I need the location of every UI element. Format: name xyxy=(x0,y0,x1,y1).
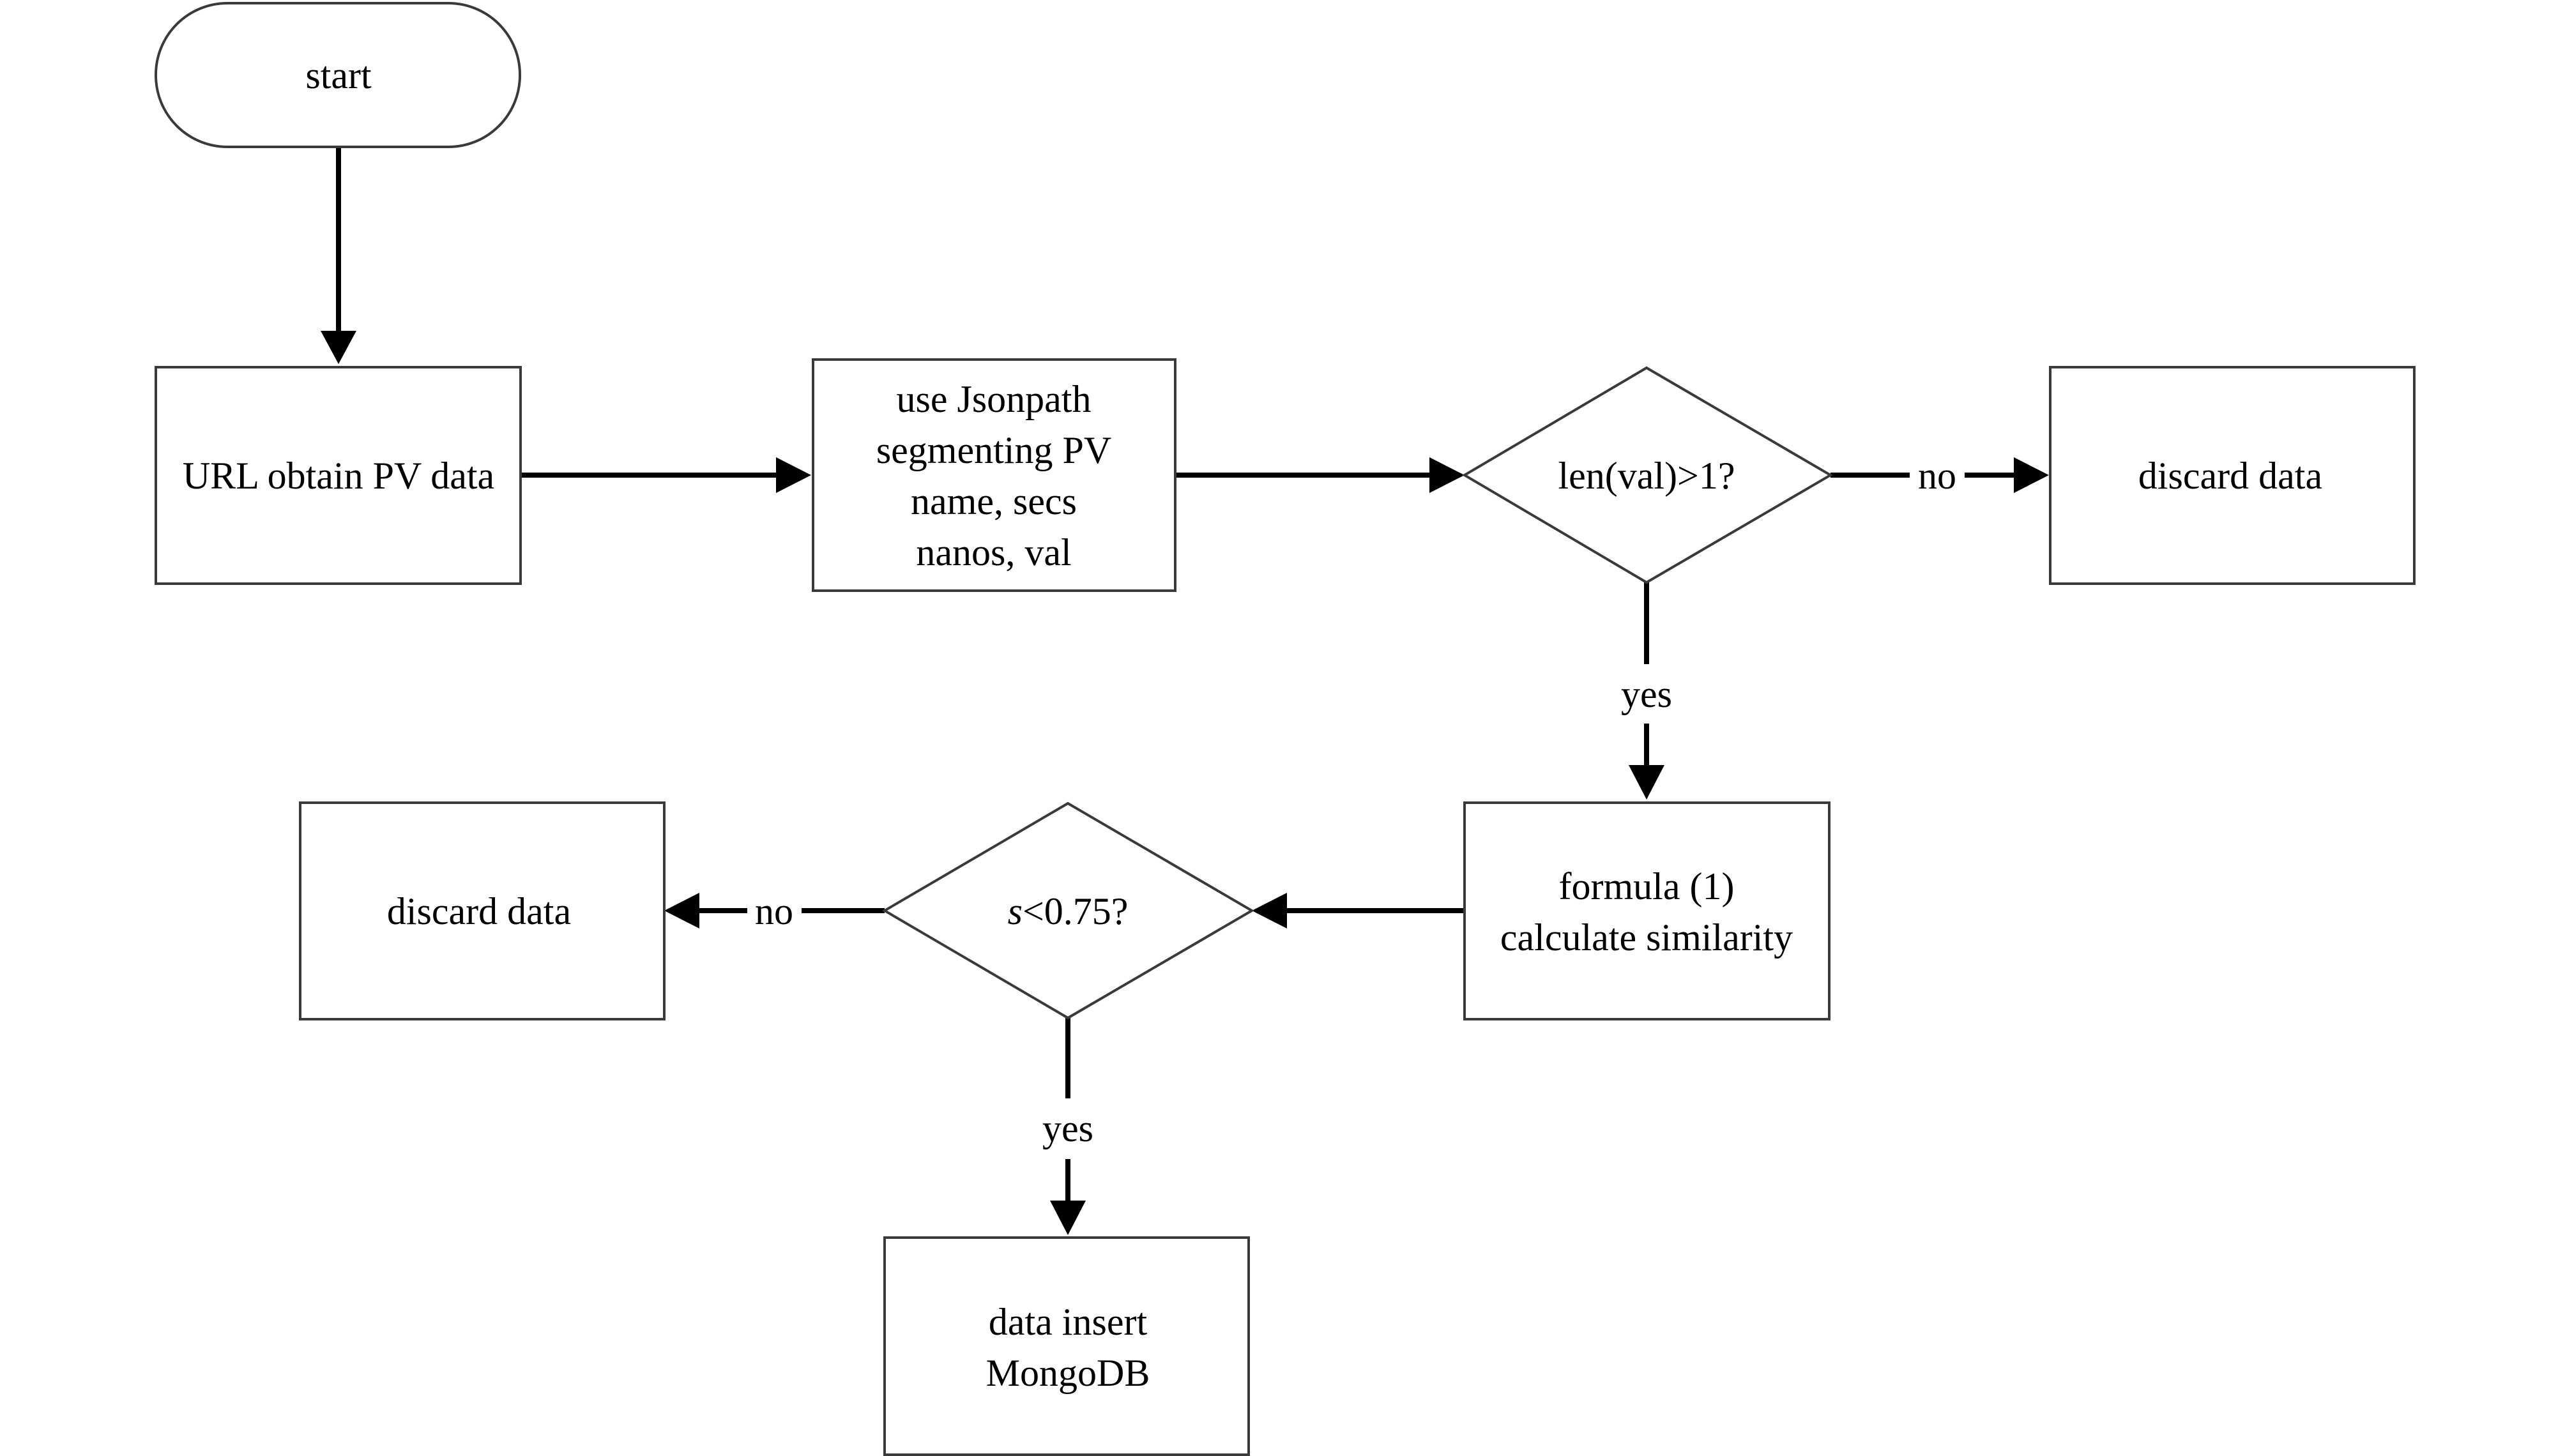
discard-data-bottom-label: discard data xyxy=(387,890,571,932)
start-label: start xyxy=(305,54,372,96)
edge-label-len-no: no xyxy=(1918,455,1956,497)
similarity-process xyxy=(1463,801,1831,1020)
arrowhead-url-to-jsonpath xyxy=(776,457,811,493)
s-check-label: s<0.75? xyxy=(1008,890,1129,932)
insert-label-line-1: data insert xyxy=(989,1301,1148,1343)
similarity-label-line-1: formula (1) xyxy=(1559,865,1735,907)
s-check-condition: <0.75? xyxy=(1023,890,1128,932)
arrowhead-start-to-url xyxy=(321,331,356,364)
len-check-decision xyxy=(1462,366,1833,584)
discard-data-top xyxy=(2049,366,2416,585)
jsonpath-label-line-2: segmenting PV xyxy=(876,429,1111,471)
arrowhead-scheck-to-insert xyxy=(1050,1201,1086,1235)
discard-data-bottom xyxy=(299,801,666,1020)
jsonpath-process xyxy=(812,358,1176,592)
arrowhead-lencheck-to-similarity xyxy=(1629,765,1664,800)
s-check-variable: s xyxy=(1008,890,1023,932)
url-obtain-process xyxy=(155,366,522,585)
len-check-label: len(val)>1? xyxy=(1558,455,1735,497)
edge-label-s-no: no xyxy=(755,890,793,932)
edge-label-len-yes: yes xyxy=(1621,673,1672,715)
insert-label-line-2: MongoDB xyxy=(986,1352,1150,1394)
discard-data-top-label: discard data xyxy=(2138,455,2322,497)
similarity-label-line-2: calculate similarity xyxy=(1500,916,1793,959)
arrowhead-similarity-to-scheck xyxy=(1252,893,1287,929)
jsonpath-label-line-3: name, secs xyxy=(911,480,1077,522)
start-terminator xyxy=(155,2,521,148)
s-check-decision xyxy=(882,801,1254,1020)
jsonpath-label-line-1: use Jsonpath xyxy=(897,378,1092,420)
jsonpath-label-line-4: nanos, val xyxy=(916,531,1071,573)
arrowhead-lencheck-to-discard1 xyxy=(2014,457,2049,493)
insert-mongodb-process xyxy=(883,1236,1250,1456)
url-obtain-label: URL obtain PV data xyxy=(183,455,494,497)
arrowhead-jsonpath-to-lencheck xyxy=(1429,457,1465,493)
edge-label-s-yes: yes xyxy=(1042,1107,1093,1149)
arrowhead-scheck-to-discard2 xyxy=(664,893,699,929)
